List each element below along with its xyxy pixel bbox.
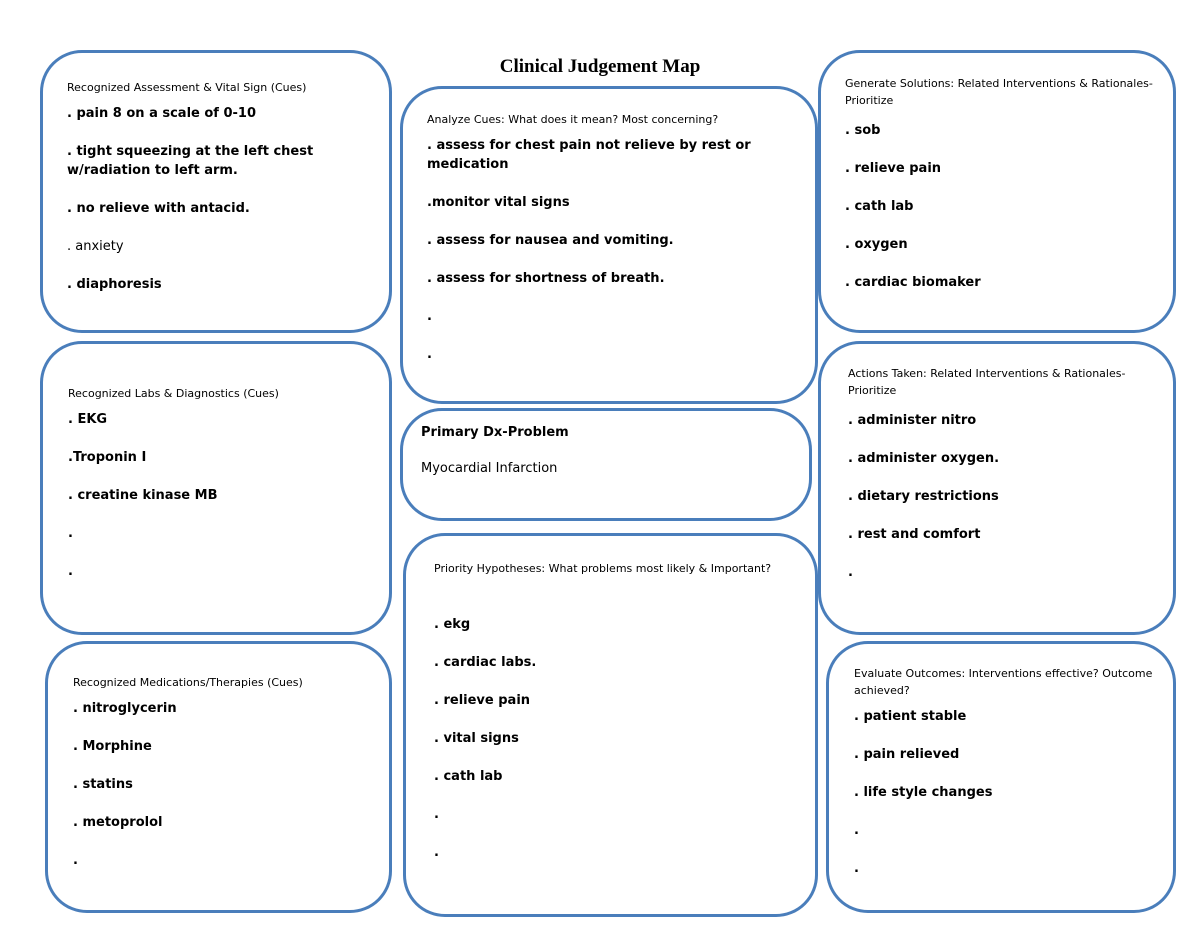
list-item: . rest and comfort — [848, 527, 981, 542]
list-item: . cath lab — [434, 769, 503, 784]
list-item: . cardiac labs. — [434, 655, 537, 670]
list-item: . — [434, 807, 439, 822]
medications-box: Recognized Medications/Therapies (Cues) … — [45, 641, 392, 913]
list-item: . administer nitro — [848, 413, 977, 428]
priority-hypotheses-header: Priority Hypotheses: What problems most … — [434, 562, 772, 575]
list-item: . tight squeezing at the left chest w/ra… — [67, 144, 314, 178]
actions-taken-box: Actions Taken: Related Interventions & R… — [818, 341, 1176, 635]
list-item: . life style changes — [854, 785, 993, 800]
list-item: . creatine kinase MB — [68, 488, 218, 503]
assessment-box: Recognized Assessment & Vital Sign (Cues… — [40, 50, 392, 333]
list-item: . — [854, 823, 859, 838]
list-item: . pain 8 on a scale of 0-10 — [67, 106, 257, 121]
list-item: .Troponin I — [68, 450, 147, 465]
list-item: . nitroglycerin — [73, 701, 177, 716]
list-item: . diaphoresis — [67, 277, 162, 292]
list-item: . — [68, 526, 73, 541]
primary-dx-value: Myocardial Infarction — [421, 461, 558, 476]
generate-solutions-list: . sob . relieve pain . cath lab . oxygen… — [845, 121, 1153, 292]
list-item: . EKG — [68, 412, 108, 427]
assessment-list: . pain 8 on a scale of 0-10 . tight sque… — [67, 104, 369, 294]
list-item: . oxygen — [845, 237, 908, 252]
list-item: . — [434, 845, 439, 860]
analyze-cues-box: Analyze Cues: What does it mean? Most co… — [400, 86, 818, 404]
list-item: . — [854, 861, 859, 876]
page-title: Clinical Judgement Map — [499, 56, 701, 77]
list-item: . — [427, 347, 432, 362]
labs-list: . EKG .Troponin I . creatine kinase MB .… — [68, 410, 369, 581]
actions-taken-header: Actions Taken: Related Interventions & R… — [848, 367, 1126, 397]
list-item: . — [73, 853, 78, 868]
list-item: . cardiac biomaker — [845, 275, 981, 290]
assessment-header: Recognized Assessment & Vital Sign (Cues… — [67, 81, 307, 94]
priority-hypotheses-box: Priority Hypotheses: What problems most … — [403, 533, 818, 917]
analyze-cues-list: . assess for chest pain not relieve by r… — [427, 136, 795, 364]
primary-dx-box: Primary Dx-Problem Myocardial Infarction — [400, 408, 812, 521]
analyze-cues-header: Analyze Cues: What does it mean? Most co… — [427, 113, 719, 126]
list-item: . cath lab — [845, 199, 914, 214]
priority-hypotheses-list: . ekg . cardiac labs. . relieve pain . v… — [434, 615, 795, 862]
list-item: . — [68, 564, 73, 579]
list-item: . anxiety — [67, 239, 124, 254]
list-item: . ekg — [434, 617, 471, 632]
list-item: . patient stable — [854, 709, 967, 724]
labs-box: Recognized Labs & Diagnostics (Cues) . E… — [40, 341, 392, 635]
generate-solutions-box: Generate Solutions: Related Intervention… — [818, 50, 1176, 333]
generate-solutions-header: Generate Solutions: Related Intervention… — [845, 77, 1153, 107]
actions-taken-list: . administer nitro . administer oxygen. … — [848, 411, 1153, 582]
medications-header: Recognized Medications/Therapies (Cues) — [73, 676, 303, 689]
list-item: . — [427, 309, 432, 324]
medications-list: . nitroglycerin . Morphine . statins . m… — [73, 699, 369, 870]
list-item: . relieve pain — [434, 693, 531, 708]
list-item: . metoprolol — [73, 815, 163, 830]
list-item: . statins — [73, 777, 133, 792]
list-item: . vital signs — [434, 731, 519, 746]
evaluate-outcomes-header: Evaluate Outcomes: Interventions effecti… — [854, 667, 1153, 697]
evaluate-outcomes-list: . patient stable . pain relieved . life … — [854, 707, 1153, 878]
primary-dx-header: Primary Dx-Problem — [421, 425, 569, 440]
list-item: . Morphine — [73, 739, 152, 754]
list-item: . — [848, 565, 853, 580]
evaluate-outcomes-box: Evaluate Outcomes: Interventions effecti… — [826, 641, 1176, 913]
list-item: . assess for shortness of breath. — [427, 271, 665, 286]
list-item: . no relieve with antacid. — [67, 201, 250, 216]
list-item: .monitor vital signs — [427, 195, 570, 210]
list-item: . administer oxygen. — [848, 451, 1000, 466]
list-item: . pain relieved — [854, 747, 960, 762]
list-item: . assess for nausea and vomiting. — [427, 233, 674, 248]
list-item: . relieve pain — [845, 161, 942, 176]
labs-header: Recognized Labs & Diagnostics (Cues) — [68, 387, 279, 400]
list-item: . dietary restrictions — [848, 489, 999, 504]
list-item: . sob — [845, 123, 881, 138]
list-item: . assess for chest pain not relieve by r… — [427, 138, 751, 172]
